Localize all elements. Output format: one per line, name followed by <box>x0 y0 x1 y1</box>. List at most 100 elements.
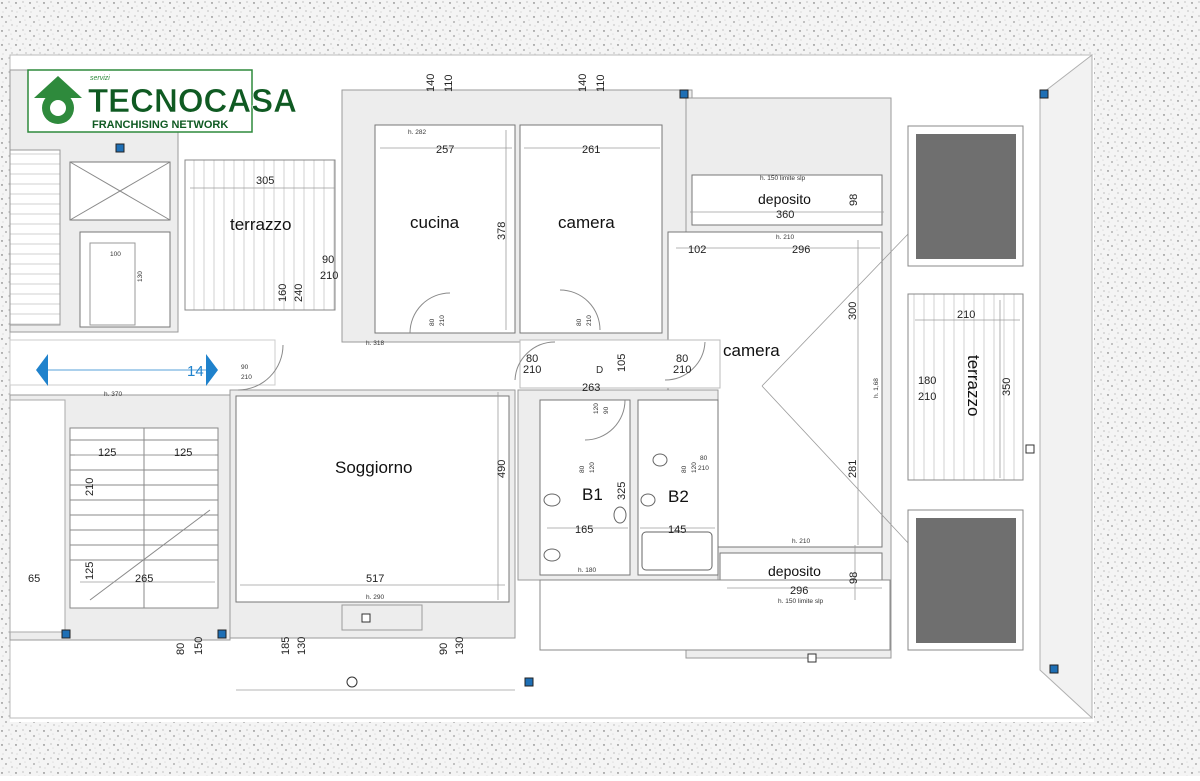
dim-80g: 80 <box>700 455 708 462</box>
dim-140a: 140 <box>425 74 437 92</box>
dim-140b: 140 <box>577 74 589 92</box>
gravel-bottom <box>0 722 1200 776</box>
dim-210b: 210 <box>439 315 446 326</box>
dim-130b: 130 <box>454 637 466 655</box>
note-door-d: D <box>596 365 603 376</box>
dim-90a: 90 <box>322 254 334 266</box>
dim-210e: 210 <box>918 391 936 403</box>
dim-296b: 296 <box>790 585 808 597</box>
dim-90c: 90 <box>438 643 450 655</box>
dimension-labels: 140 110 140 110 305 257 261 378 90 210 1… <box>28 74 1013 655</box>
dim-300: 300 <box>847 302 859 320</box>
room-bath-1 <box>539 399 631 576</box>
dim-378: 378 <box>496 222 508 240</box>
dim-130c: 130 <box>137 271 144 282</box>
label-floor-mark: 14 <box>187 363 204 380</box>
terrace-right <box>907 293 1024 481</box>
pillar-marker-icon <box>61 89 1059 687</box>
note-h318: h. 318 <box>366 340 384 347</box>
dim-261: 261 <box>582 144 600 156</box>
dim-360: 360 <box>776 209 794 221</box>
dim-210f: 210 <box>523 364 541 376</box>
room-living <box>235 395 510 603</box>
gravel-right <box>1094 50 1200 730</box>
note-90d: 90 <box>603 406 610 414</box>
note-120c: 120 <box>593 403 600 414</box>
dim-80e: 80 <box>579 465 586 473</box>
dim-296a: 296 <box>792 244 810 256</box>
dim-281: 281 <box>847 460 859 478</box>
storage-top <box>691 174 883 226</box>
label-bath-1: B1 <box>582 485 603 504</box>
dim-263: 263 <box>582 382 600 394</box>
hallway <box>519 339 721 389</box>
dim-80a: 80 <box>429 318 436 326</box>
logo-brand: TECNOCASA <box>88 82 297 119</box>
note-h1: h. 1,68 <box>873 378 880 398</box>
dim-90b: 90 <box>241 364 249 371</box>
corridor <box>9 339 276 386</box>
room-kitchen <box>374 124 516 334</box>
note-h210b: h. 210 <box>792 538 810 545</box>
dim-80h: 80 <box>175 643 187 655</box>
dim-210j: 210 <box>698 465 709 472</box>
label-kitchen: cucina <box>410 213 460 232</box>
dim-125b: 125 <box>174 447 192 459</box>
dim-350: 350 <box>1001 378 1013 396</box>
roof-edge-right <box>1039 53 1093 720</box>
dim-100: 100 <box>110 251 121 258</box>
note-h150a: h. 150 limite slp <box>760 175 806 182</box>
dim-257: 257 <box>436 144 454 156</box>
note-h370: h. 370 <box>104 391 122 398</box>
note-h180: h. 180 <box>578 567 596 574</box>
label-bath-2: B2 <box>668 487 689 506</box>
note-h210a: h. 210 <box>776 234 794 241</box>
gravel-left <box>0 0 10 776</box>
dim-150: 150 <box>193 637 205 655</box>
gravel-top <box>0 0 1200 55</box>
dim-105: 105 <box>616 354 628 372</box>
planter-top <box>916 134 1016 259</box>
dim-125a: 125 <box>98 447 116 459</box>
dim-165: 165 <box>575 524 593 536</box>
dim-517: 517 <box>366 573 384 585</box>
sanitary-fixtures <box>543 453 713 571</box>
dimension-lines <box>75 130 1020 691</box>
logo-top-label: servizi <box>90 75 110 82</box>
dim-210a: 210 <box>320 270 338 282</box>
dim-110b: 110 <box>595 74 607 92</box>
label-terrace-right: terrazzo <box>964 355 983 416</box>
dim-145: 145 <box>668 524 686 536</box>
dim-210d: 210 <box>957 309 975 321</box>
dim-125c: 125 <box>84 562 96 580</box>
height-notes: h. 282 h. 150 limite slp h. 210 h. 318 h… <box>104 129 880 605</box>
dim-210h: 210 <box>241 374 252 381</box>
label-bedroom-top: camera <box>558 213 615 232</box>
dim-110a: 110 <box>443 74 455 92</box>
label-terrace-left: terrazzo <box>230 215 291 234</box>
note-h150b: h. 150 limite slp <box>778 598 824 605</box>
room-bedroom-top <box>519 124 663 334</box>
dim-210g: 210 <box>673 364 691 376</box>
dim-180a: 180 <box>918 375 936 387</box>
arrow-right-icon <box>206 354 218 386</box>
dim-305: 305 <box>256 175 274 187</box>
label-storage-top: deposito <box>758 191 811 207</box>
dim-65: 65 <box>28 573 40 585</box>
dim-240: 240 <box>293 284 305 302</box>
dim-130a: 130 <box>296 637 308 655</box>
balcony-bottom <box>539 579 891 651</box>
logo-network: FRANCHISING NETWORK <box>92 119 228 131</box>
note-h282: h. 282 <box>408 129 426 136</box>
note-h290: h. 290 <box>366 594 384 601</box>
dim-210c: 210 <box>586 315 593 326</box>
dim-210i: 210 <box>84 478 96 496</box>
landing-top-left <box>9 149 61 326</box>
dim-185: 185 <box>280 637 292 655</box>
dim-80d: 80 <box>676 353 688 365</box>
lift-car <box>79 231 171 328</box>
label-storage-bottom: deposito <box>768 563 821 579</box>
dim-102: 102 <box>688 244 706 256</box>
dim-80c: 80 <box>526 353 538 365</box>
